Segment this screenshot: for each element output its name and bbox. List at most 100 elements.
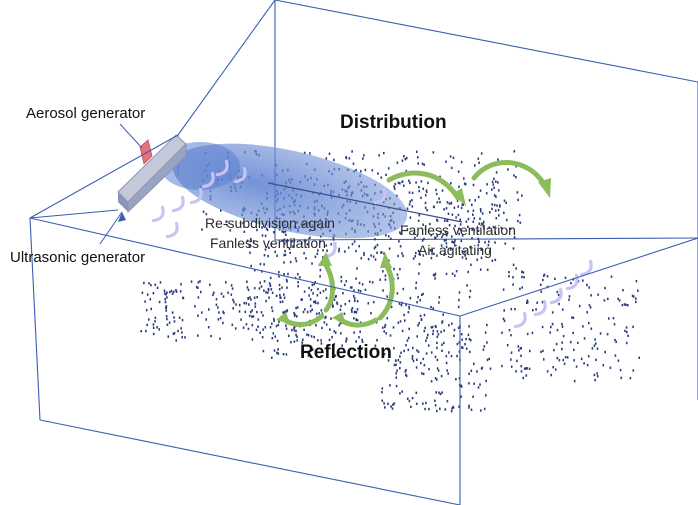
particle-dot (353, 311, 356, 314)
particle-dot (403, 349, 405, 353)
particle-dot (485, 394, 487, 397)
particle-dot (345, 340, 347, 343)
particle-dot (461, 234, 464, 237)
particle-dot (301, 350, 303, 354)
particle-dot (418, 262, 421, 266)
particle-dot (356, 300, 359, 303)
particle-dot (319, 275, 321, 278)
particle-dot (248, 244, 251, 248)
particle-dot (455, 378, 457, 381)
particle-dot (451, 407, 453, 410)
particle-dot (324, 316, 326, 320)
particle-dot (385, 234, 387, 237)
particle-dot (437, 333, 440, 336)
particle-dot (457, 205, 459, 208)
particle-dot (296, 306, 299, 309)
particle-dot (564, 276, 567, 279)
particle-dot (417, 350, 420, 353)
particle-dot (227, 291, 229, 294)
particle-dot (485, 379, 487, 383)
particle-dot (608, 317, 610, 320)
particle-dot (281, 286, 283, 289)
particle-dot (465, 347, 468, 350)
particle-dot (551, 322, 554, 326)
particle-dot (486, 341, 488, 344)
particle-dot (308, 294, 310, 297)
particle-dot (492, 183, 494, 186)
particle-dot (509, 227, 512, 230)
particle-dot (436, 234, 439, 238)
particle-dot (420, 361, 422, 365)
particle-dot (181, 331, 183, 334)
particle-dot (491, 203, 493, 206)
particle-dot (353, 294, 355, 298)
particle-dot (357, 289, 360, 292)
particle-dot (617, 359, 620, 362)
particle-dot (165, 315, 168, 318)
particle-dot (604, 350, 606, 354)
particle-dot (251, 338, 254, 341)
curved-arrow-icon (318, 252, 335, 313)
particle-dot (429, 222, 431, 226)
particle-dot (396, 273, 399, 276)
particle-dot (377, 172, 379, 175)
particle-dot (549, 331, 551, 334)
distribution-label: Distribution (340, 112, 447, 133)
particle-dot (477, 229, 480, 232)
particle-dot (343, 283, 346, 287)
particle-dot (296, 335, 298, 338)
particle-dot (197, 296, 200, 299)
particle-dot (453, 328, 456, 332)
particle-dot (268, 296, 270, 299)
particle-dot (322, 249, 324, 252)
particle-dot (406, 207, 409, 210)
particle-dot (477, 244, 480, 247)
particle-dot (301, 298, 303, 301)
particle-dot (638, 356, 640, 359)
particle-dot (150, 283, 152, 287)
particle-dot (152, 292, 155, 295)
particle-dot (278, 275, 280, 278)
particle-dot (342, 292, 344, 295)
particle-dot (349, 286, 352, 289)
particle-dot (245, 302, 248, 305)
particle-dot (586, 283, 588, 287)
particle-dot (561, 325, 564, 328)
particle-dot (425, 190, 428, 194)
particle-dot (429, 249, 432, 252)
particle-dot (361, 340, 364, 343)
particle-dot (514, 308, 516, 311)
particle-dot (491, 188, 493, 191)
particle-dot (171, 292, 174, 295)
particle-dot (460, 239, 463, 243)
particle-dot (381, 399, 384, 402)
particle-dot (554, 368, 557, 371)
particle-dot (594, 342, 597, 345)
particle-dot (233, 300, 235, 304)
particle-dot (540, 290, 542, 293)
ultrasonic-wave-icon (215, 159, 229, 177)
particle-dot (385, 332, 387, 335)
particle-dot (210, 334, 212, 338)
particle-dot (445, 238, 447, 242)
particle-dot (245, 323, 248, 326)
particle-dot (497, 208, 500, 212)
particle-dot (395, 363, 397, 366)
particle-dot (454, 244, 456, 247)
particle-dot (341, 344, 343, 347)
particle-dot (440, 374, 443, 378)
particle-dot (293, 340, 296, 343)
particle-dot (250, 264, 252, 268)
particle-dot (276, 254, 278, 257)
particle-dot (473, 228, 476, 232)
particle-dot (246, 239, 249, 242)
particle-dot (479, 189, 482, 192)
particle-dot (470, 408, 473, 411)
particle-dot (609, 366, 612, 369)
particle-dot (458, 341, 461, 344)
particle-dot (291, 328, 293, 332)
particle-dot (363, 154, 365, 157)
particle-dot (542, 278, 544, 282)
particle-dot (419, 314, 422, 318)
particle-dot (510, 351, 513, 354)
